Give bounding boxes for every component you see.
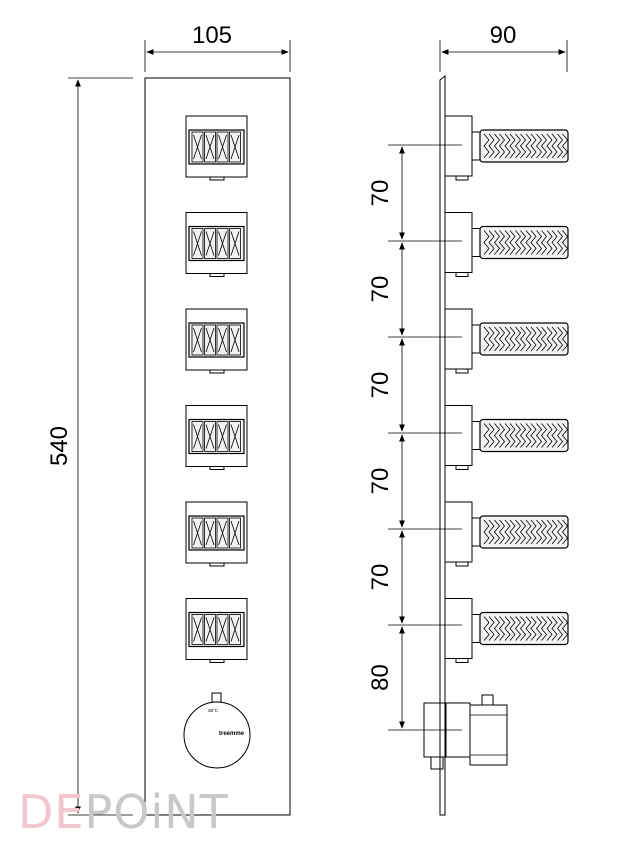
side-knob-group: [444, 115, 569, 663]
watermark-logo: DEPOiNT: [18, 785, 229, 839]
side-thermostat: [423, 694, 508, 770]
front-valve-knob: [185, 308, 248, 374]
thermostat-dial: 38°C treemme: [183, 692, 251, 769]
front-height-label: 540: [46, 426, 73, 466]
side-valve-knob: [444, 405, 569, 470]
spacing-label: 70: [367, 372, 394, 399]
side-depth-dimension: 90: [439, 22, 568, 72]
spacing-dimension-group: 70 70 70 70 70 80: [367, 144, 462, 731]
spacing-dimension: 80: [367, 626, 405, 729]
front-plate: [144, 77, 291, 816]
thermostat-brand: treemme: [219, 731, 245, 737]
front-view: 38°C treemme 105 540: [46, 22, 291, 816]
spacing-dimension: 70: [367, 434, 405, 528]
front-valve-knob: [185, 212, 248, 277]
spacing-label: 80: [367, 664, 394, 691]
watermark-prefix: DE: [18, 785, 85, 839]
front-width-dimension: 105: [144, 22, 291, 72]
side-depth-label: 90: [490, 22, 517, 49]
side-plate: [439, 74, 446, 816]
spacing-label: 70: [367, 180, 394, 207]
front-valve-knob: [185, 405, 248, 470]
side-valve-knob: [444, 598, 569, 663]
side-valve-knob: [444, 501, 569, 567]
watermark-suffix: POiNT: [85, 785, 229, 839]
side-valve-knob: [444, 115, 569, 181]
side-valve-knob: [444, 212, 569, 277]
spacing-dimension: 70: [367, 242, 405, 336]
front-knob-group: [185, 115, 248, 663]
spacing-label: 70: [367, 564, 394, 591]
front-width-label: 105: [192, 22, 232, 49]
front-valve-knob: [185, 115, 248, 181]
side-view: 90 70 70 70 70 70 80: [367, 22, 569, 816]
spacing-dimension: 70: [367, 530, 405, 624]
front-valve-knob: [185, 598, 248, 663]
side-valve-knob: [444, 308, 569, 374]
thermostat-temp-mark: 38°C: [208, 708, 219, 713]
spacing-dimension: 70: [367, 338, 405, 432]
spacing-label: 70: [367, 468, 394, 495]
front-height-dimension: 540: [46, 77, 133, 816]
spacing-label: 70: [367, 276, 394, 303]
spacing-dimension: 70: [367, 146, 405, 240]
front-valve-knob: [185, 501, 248, 567]
